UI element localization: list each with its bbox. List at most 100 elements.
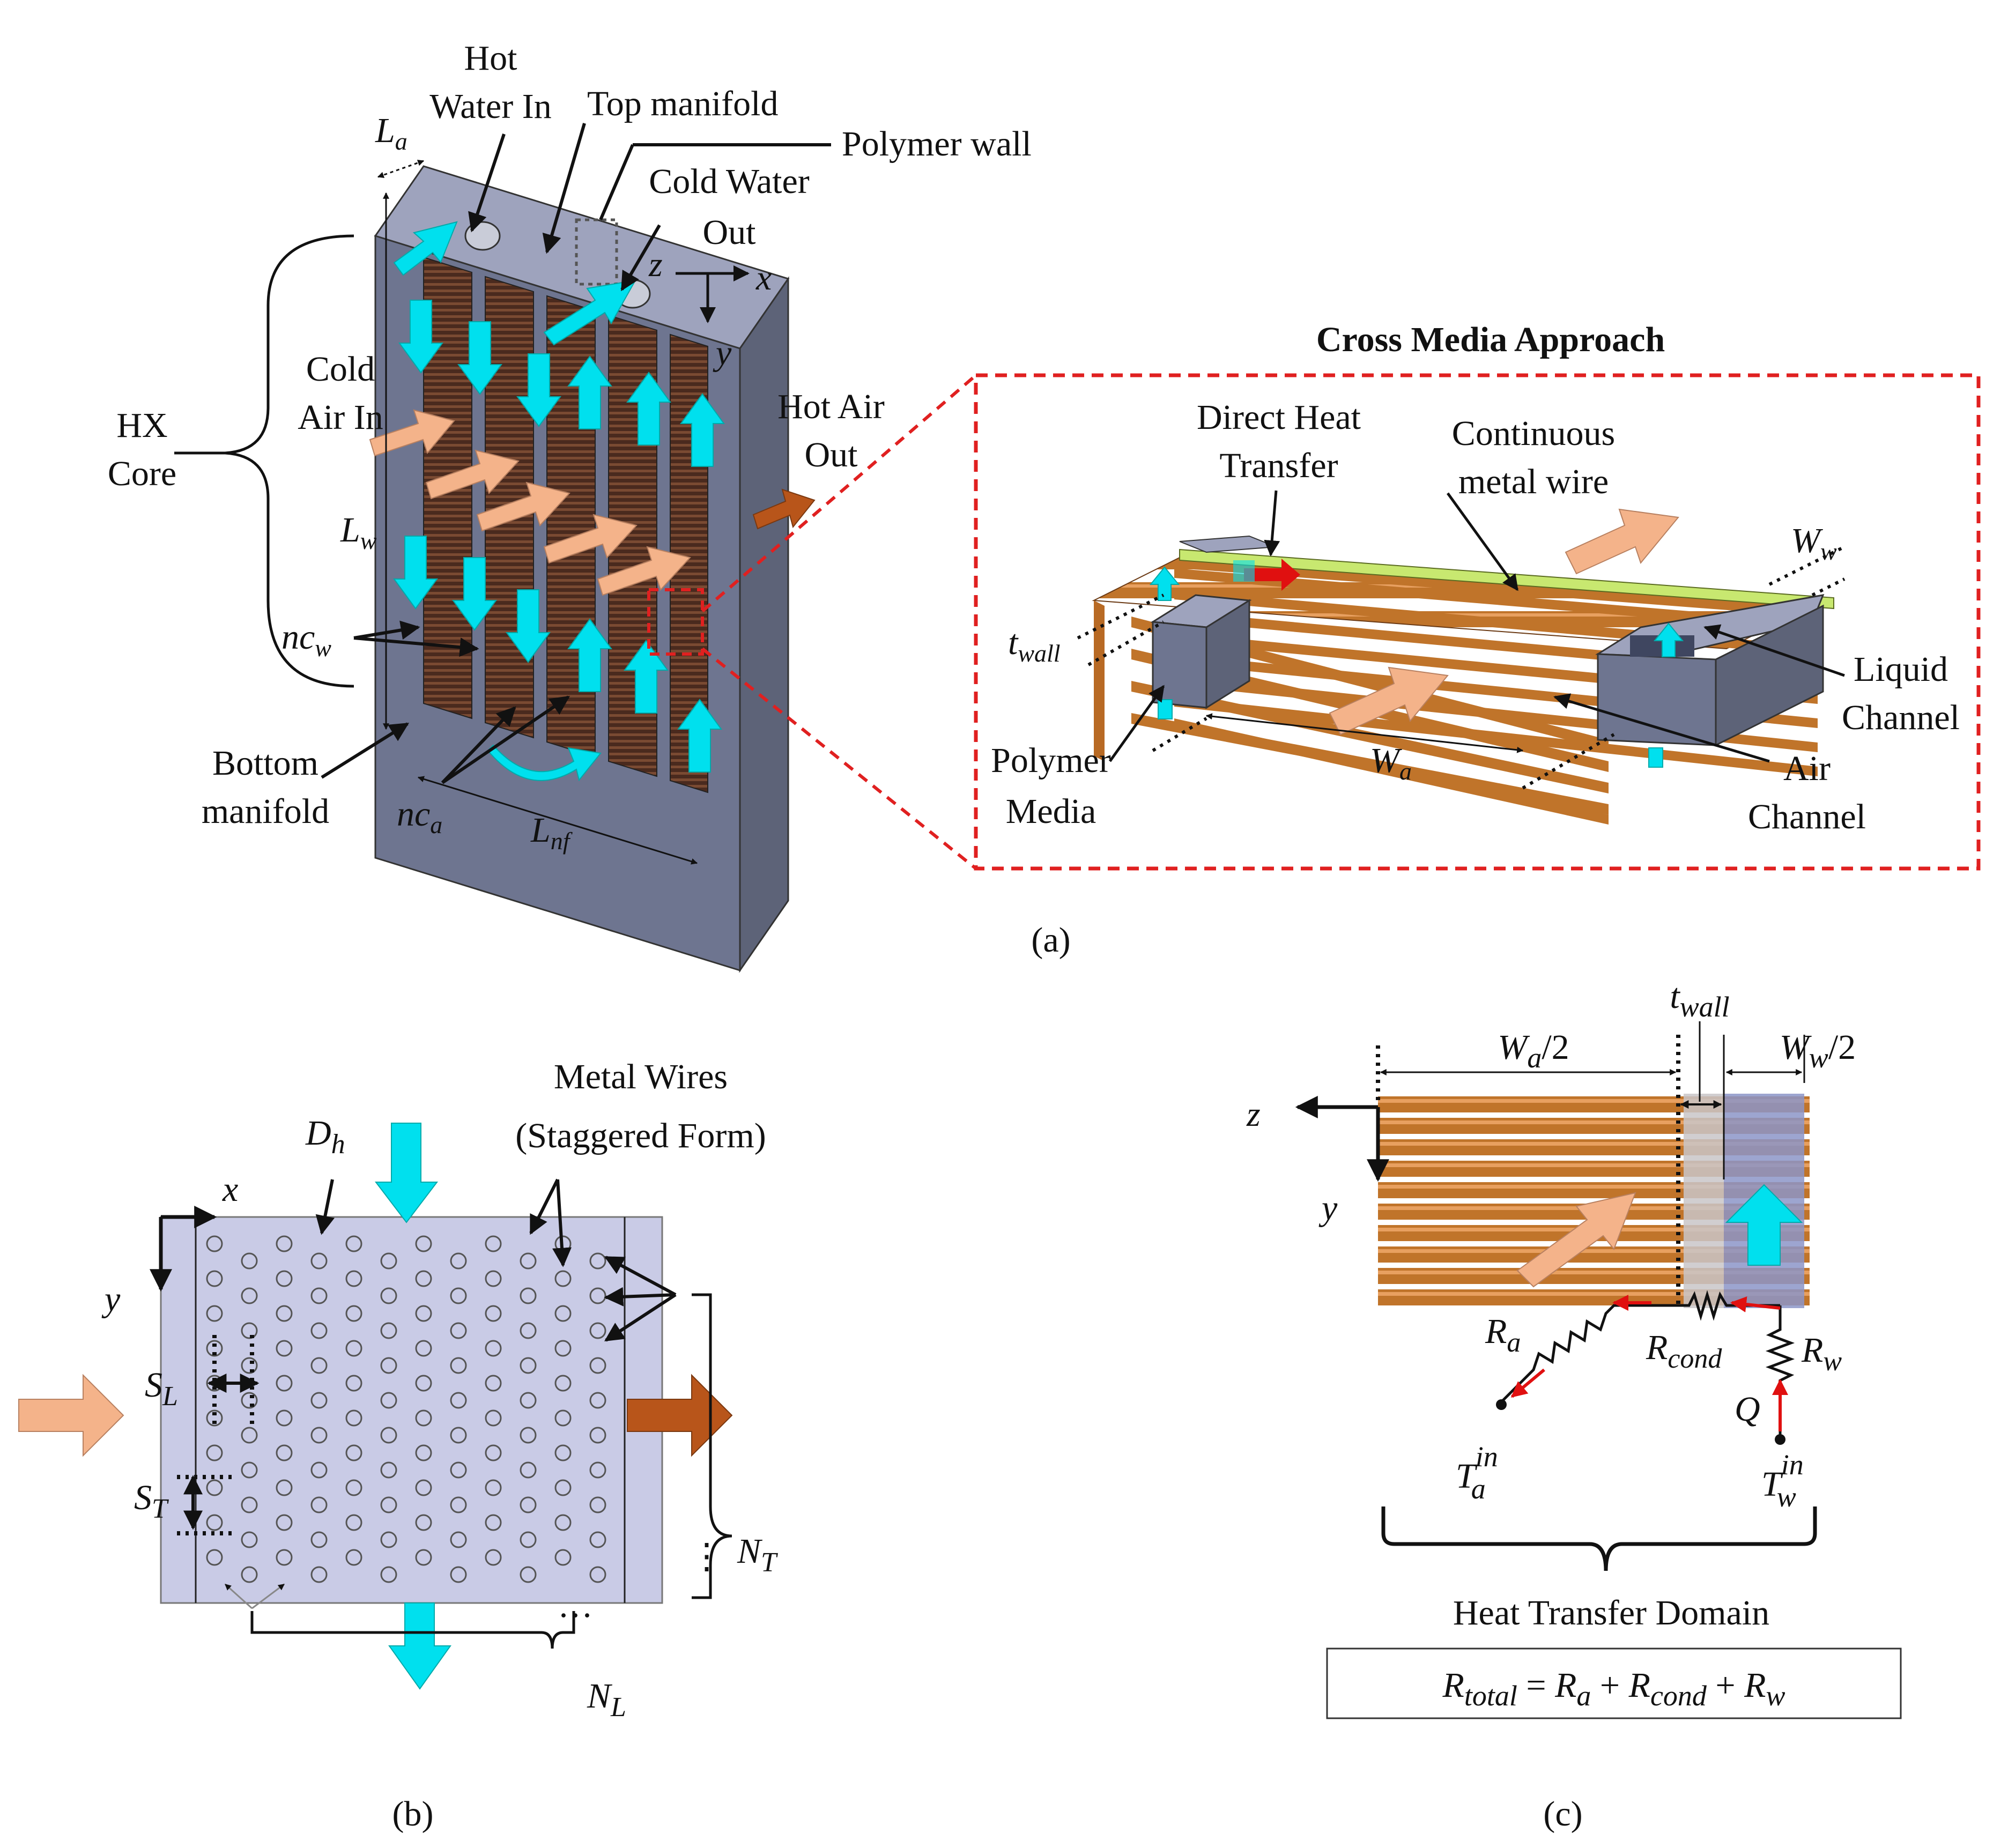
cold-air-label-2: Air In: [298, 398, 383, 437]
ww-symbol: Ww: [1791, 521, 1837, 565]
hx-core-label-1: HX: [116, 406, 167, 445]
wire-highlight: [1378, 1120, 1810, 1124]
wire-cross-section: [380, 1531, 397, 1548]
wire-grid: [206, 1235, 606, 1583]
nt-brace: [692, 1293, 732, 1599]
wire-highlight: [1378, 1271, 1810, 1274]
wire-cross-section: [380, 1461, 397, 1479]
air-channel-label-1: Air: [1783, 749, 1831, 788]
nca-symbol: nca: [397, 795, 442, 838]
wire-cross-section: [589, 1531, 606, 1548]
wa2-symbol: Wa/2: [1498, 1028, 1569, 1074]
wire-cross-section: [554, 1340, 572, 1357]
water-arrow-down: [452, 557, 497, 631]
wire-cross-section: [241, 1252, 258, 1270]
wire-cross-section: [485, 1270, 502, 1287]
wire-cross-section: [520, 1531, 537, 1548]
wire-cross-section: [415, 1340, 432, 1357]
air-arrow: [543, 514, 638, 564]
heat-transfer-domain-label: Heat Transfer Domain: [1453, 1593, 1769, 1632]
wire-cross-section: [276, 1479, 293, 1496]
panel-c-air-arrow: [1516, 1192, 1636, 1288]
wire-cross-section: [310, 1496, 328, 1513]
inset-air-arrow-out: [1565, 508, 1679, 575]
hot-water-inlet-arrow: [393, 221, 458, 276]
wire-cross-section: [450, 1322, 467, 1339]
wire-cross-section: [241, 1392, 258, 1409]
wire-cross-section: [485, 1305, 502, 1322]
sl-symbol: SL: [145, 1365, 178, 1412]
wire-cross-section: [310, 1566, 328, 1583]
panel-b-leaders: [183, 1178, 677, 1530]
lnf-symbol: Lnf: [530, 811, 573, 855]
wire-cross-section: [415, 1479, 432, 1496]
axis-x-label: x: [755, 258, 772, 298]
air-channel-label-2: Channel: [1748, 797, 1866, 836]
hot-water-label-2: Water In: [429, 87, 551, 126]
panel-a-label: (a): [1031, 921, 1070, 960]
nt-symbol: NT: [737, 1532, 778, 1578]
wire-cross-section: [345, 1444, 362, 1461]
water-arrow-down: [393, 536, 438, 610]
st-symbol: ST: [134, 1478, 169, 1524]
water-arrow-down: [457, 321, 502, 395]
vertical-ellipsis: ⋮: [689, 1537, 724, 1576]
wire-cross-section: [415, 1444, 432, 1461]
water-arrow-down: [506, 589, 551, 663]
wire-cross-section: [520, 1357, 537, 1374]
wire-cross-section: [345, 1270, 362, 1287]
wire-cross-section: [520, 1322, 537, 1339]
water-in-arrow: [374, 1123, 439, 1223]
horizontal-ellipsis: ···: [558, 1596, 593, 1635]
tw-node: [1775, 1434, 1785, 1445]
wire-cross-section: [241, 1287, 258, 1304]
ra-resistor: [1500, 1304, 1678, 1403]
liquid-channel-label-1: Liquid: [1854, 650, 1948, 689]
air-arrow: [476, 481, 570, 532]
wire-cross-section: [345, 1549, 362, 1566]
zoom-region: [647, 588, 704, 656]
wire-cross-section: [380, 1252, 397, 1270]
wire-cross-section: [241, 1461, 258, 1479]
hot-air-outlet-arrow: [752, 488, 816, 530]
wire-cross-section: [276, 1235, 293, 1252]
inset-liquid-arrows: [1149, 566, 1684, 768]
wire-cross-section: [276, 1340, 293, 1357]
hot-water-label-1: Hot: [464, 39, 517, 78]
direct-heat-arrow: [1244, 559, 1300, 591]
wire-cross-section: [520, 1461, 537, 1479]
wire-cross-section: [206, 1549, 223, 1566]
twall-symbol-c: twall: [1670, 977, 1729, 1023]
nl-brace: [250, 1611, 575, 1649]
axis-x-label-b: x: [222, 1170, 238, 1209]
heat-flow-arrows: [1510, 1295, 1788, 1431]
direct-heat-label-2: Transfer: [1219, 446, 1338, 485]
wire-cross-section: [380, 1357, 397, 1374]
wire-cross-section: [589, 1427, 606, 1444]
wire-cross-section: [485, 1340, 502, 1357]
wire-cross-section: [276, 1549, 293, 1566]
water-arrow-up: [567, 618, 612, 692]
wire-cross-section: [310, 1427, 328, 1444]
wire-cross-section: [520, 1287, 537, 1304]
panel-a: Hot Water In Top manifold Polymer wall C…: [108, 39, 1981, 973]
wire-cross-section: [589, 1496, 606, 1513]
water-arrow-up: [626, 372, 671, 446]
nl-symbol: NL: [587, 1676, 626, 1723]
wire-cross-section: [485, 1479, 502, 1496]
wire-cross-section: [380, 1287, 397, 1304]
wire-cross-section: [206, 1235, 223, 1252]
lnf-dimension: [417, 776, 698, 865]
inset-frame: [974, 373, 1981, 871]
axis-z-label-c: z: [1246, 1095, 1261, 1134]
wire-cross-section: [554, 1444, 572, 1461]
polymer-media-label-1: Polymer: [991, 741, 1111, 780]
wire-cross-section: [241, 1322, 258, 1339]
wire-cross-section: [415, 1305, 432, 1322]
wire-cross-section: [415, 1375, 432, 1392]
wa-symbol: Wa: [1370, 741, 1412, 785]
panel-b-label: (b): [392, 1794, 434, 1834]
ta-node: [1496, 1399, 1507, 1410]
total-resistance-equation: Rtotal = Ra + Rcond + Rw: [1442, 1666, 1785, 1712]
